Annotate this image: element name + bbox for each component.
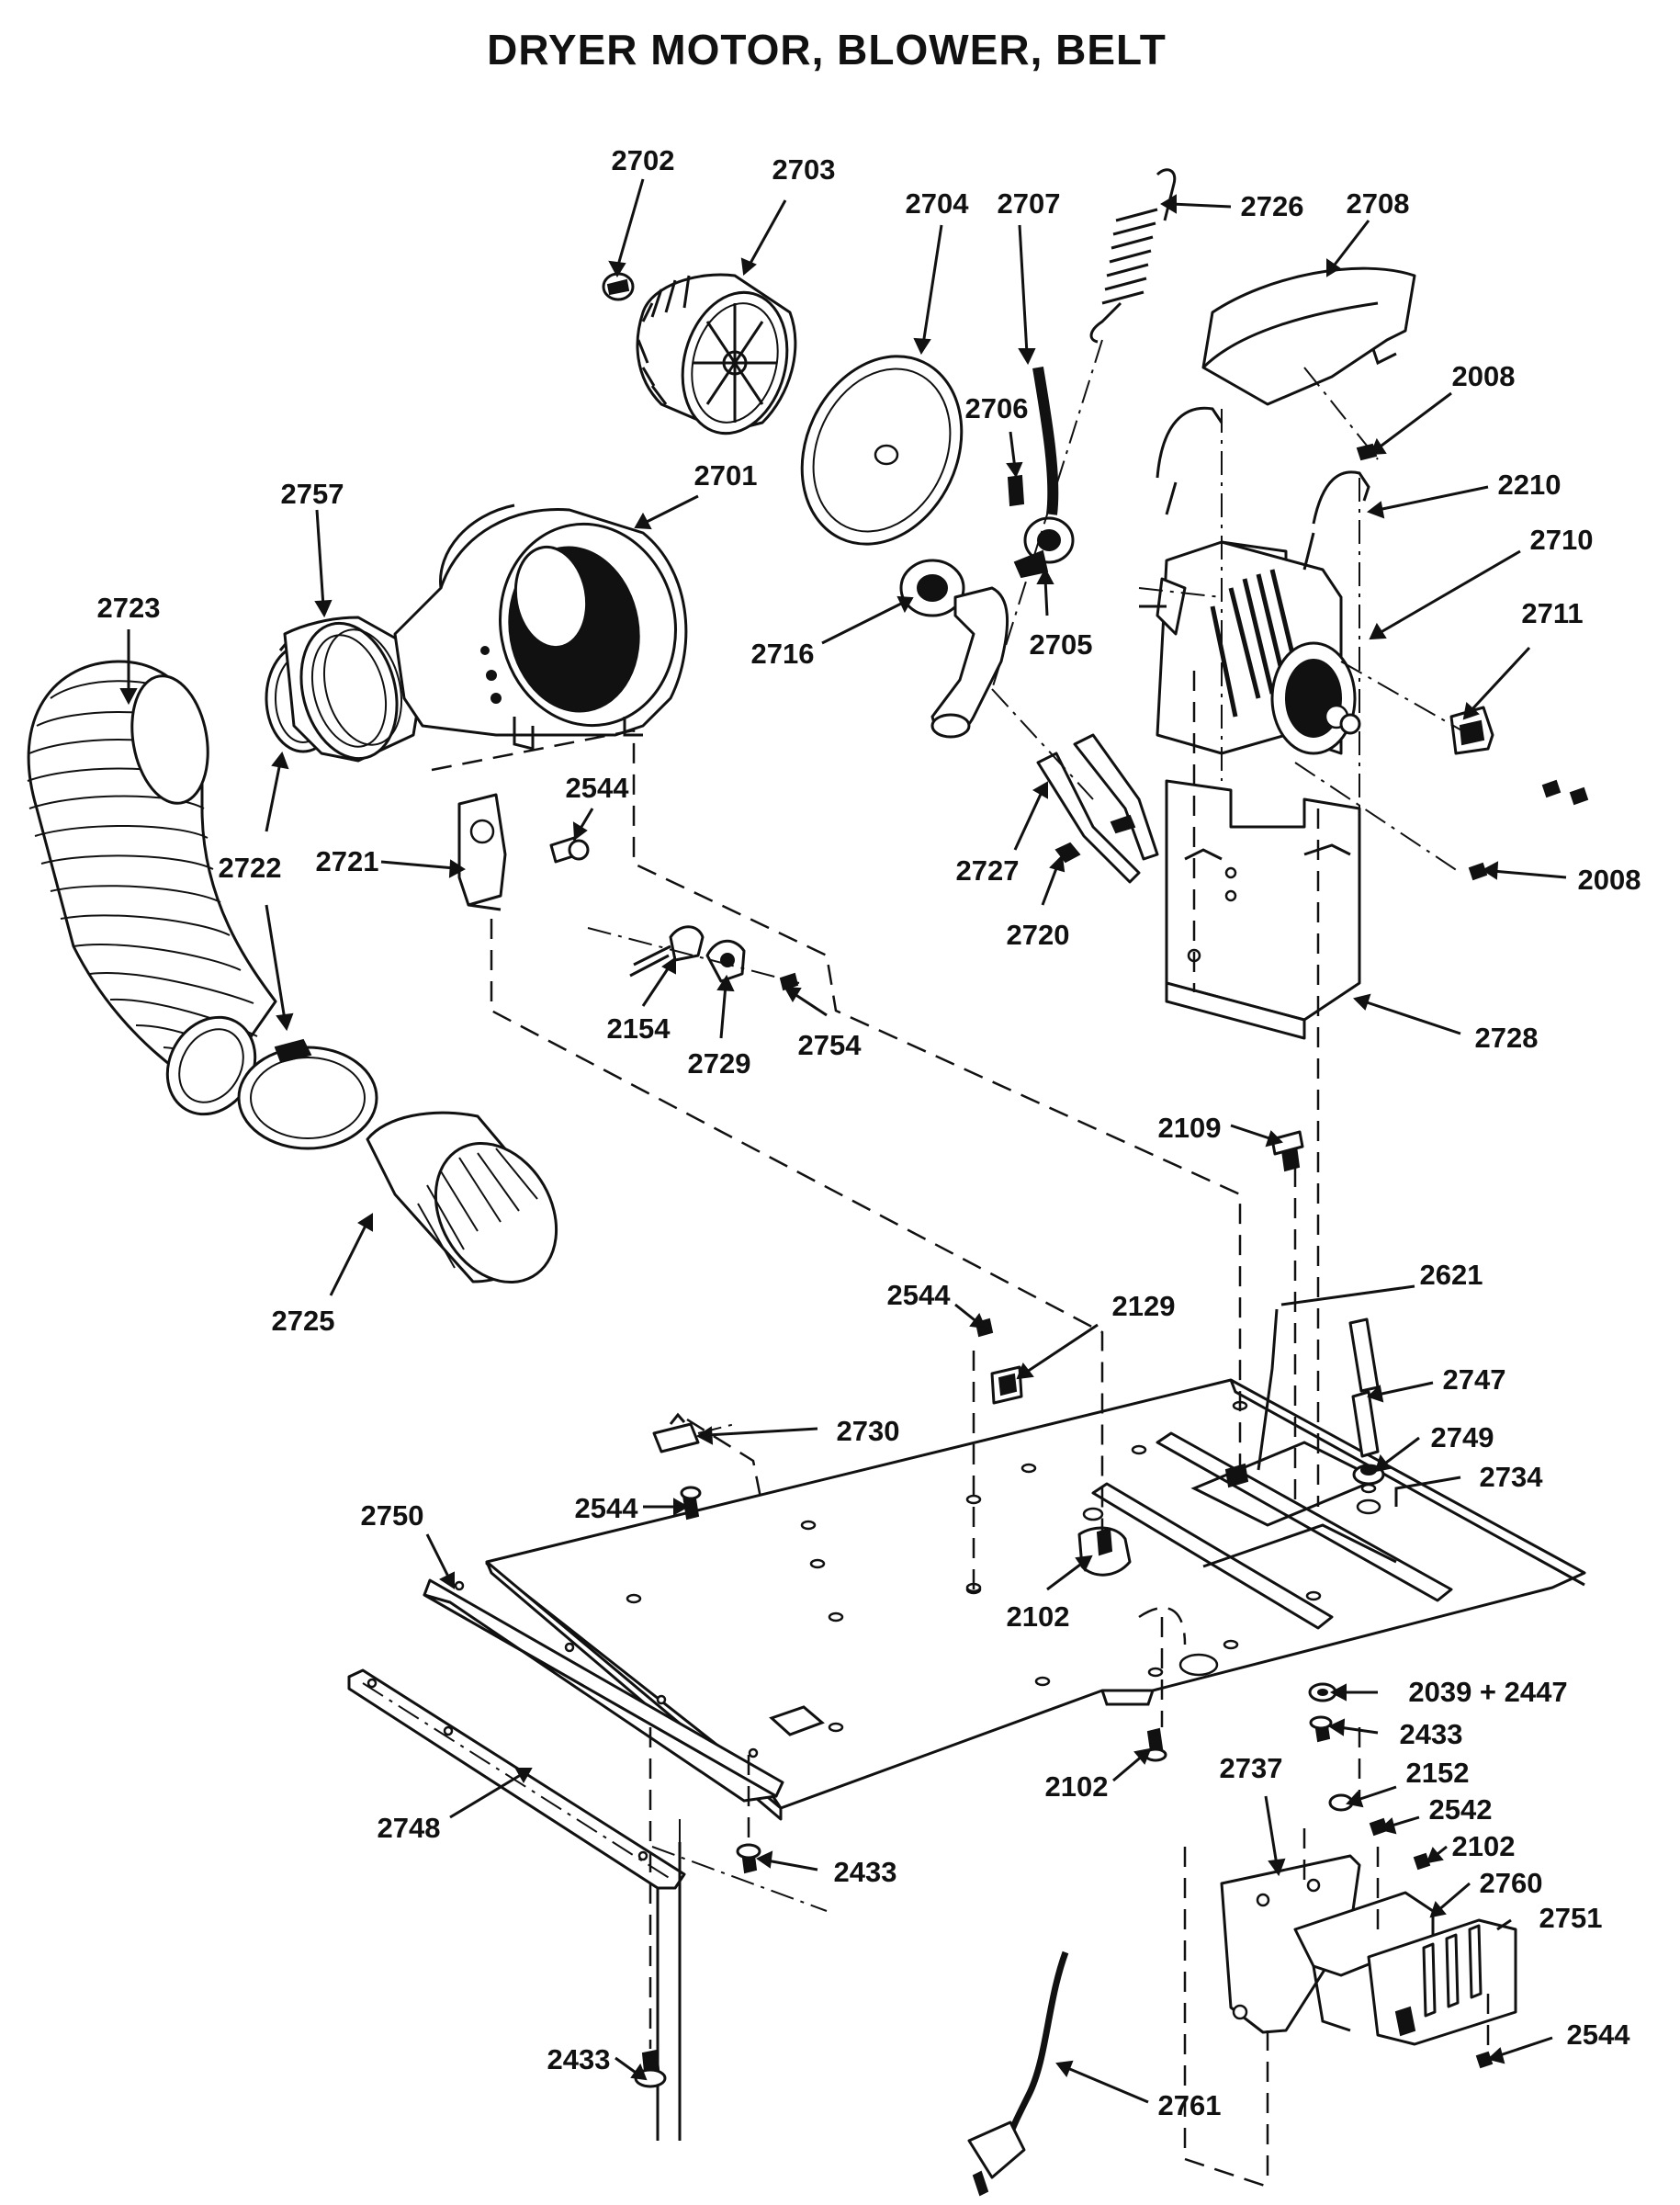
part-label-2008: 2008 bbox=[1578, 864, 1641, 896]
part-label-2727: 2727 bbox=[956, 854, 1020, 887]
idler-bracket-2727-drawing bbox=[1036, 733, 1159, 884]
part-label-2152: 2152 bbox=[1406, 1757, 1470, 1789]
bolt-2109-drawing bbox=[1270, 1130, 1304, 1172]
terminal-bracket-2737-drawing bbox=[1220, 1854, 1361, 2034]
part-label-2102: 2102 bbox=[1007, 1600, 1070, 1633]
exhaust-hose-2723-drawing bbox=[27, 660, 277, 1116]
part-label-2039-2447: 2039 + 2447 bbox=[1408, 1676, 1567, 1708]
part-label-2747: 2747 bbox=[1443, 1363, 1506, 1396]
part-label-2621: 2621 bbox=[1420, 1259, 1483, 1291]
part-label-2721: 2721 bbox=[316, 845, 379, 877]
screw-2102a-drawing bbox=[1077, 1526, 1132, 1577]
motor-2710-drawing bbox=[1139, 540, 1361, 755]
part-label-2702: 2702 bbox=[612, 144, 675, 176]
part-label-2544: 2544 bbox=[1567, 2018, 1631, 2051]
screw-2433b-drawing bbox=[736, 1843, 761, 1874]
part-label-2109: 2109 bbox=[1158, 1112, 1222, 1144]
strip-2748-drawing bbox=[347, 1668, 686, 2141]
part-label-2711: 2711 bbox=[1521, 597, 1583, 629]
bracket-2621-drawing bbox=[1224, 1308, 1279, 1488]
screw-2544d-drawing bbox=[1475, 2051, 1494, 2069]
part-label-2701: 2701 bbox=[694, 459, 758, 492]
base-plate-holes bbox=[626, 1400, 1381, 1733]
part-label-2757: 2757 bbox=[281, 478, 344, 510]
thermostat-2711-drawing bbox=[1449, 706, 1494, 755]
part-label-2542: 2542 bbox=[1429, 1793, 1493, 1826]
assembly-lines bbox=[431, 367, 1490, 2188]
hose-2747-drawing bbox=[1348, 1317, 1380, 1458]
part-label-2544: 2544 bbox=[887, 1279, 952, 1311]
duct-collar-2757-drawing bbox=[283, 616, 424, 763]
exhaust-duct-2725-drawing bbox=[366, 1111, 558, 1283]
part-label-2734: 2734 bbox=[1480, 1461, 1544, 1493]
screw-2706-drawing bbox=[1007, 474, 1025, 507]
part-label-2433: 2433 bbox=[1400, 1718, 1463, 1750]
bracket-2721-drawing bbox=[457, 793, 507, 911]
part-label-2705: 2705 bbox=[1030, 628, 1093, 661]
belt-2707-drawing bbox=[1032, 367, 1059, 515]
part-label-2102: 2102 bbox=[1452, 1830, 1516, 1862]
part-labels: 2702 2703 2704 2707 2726 2708 2008 2706 … bbox=[97, 144, 1641, 2121]
part-label-2728: 2728 bbox=[1475, 1022, 1539, 1054]
leader-lines bbox=[119, 178, 1567, 2104]
part-label-2154: 2154 bbox=[607, 1012, 671, 1045]
screw-2008b-drawing bbox=[1468, 779, 1589, 881]
part-label-2723: 2723 bbox=[97, 592, 161, 624]
screw-2754-drawing bbox=[779, 972, 799, 991]
angle-strip-2750-drawing bbox=[423, 1578, 784, 1803]
blower-housing-2701-drawing bbox=[393, 503, 688, 751]
motor-support-2728-drawing bbox=[1165, 779, 1361, 1040]
part-label-2129: 2129 bbox=[1112, 1290, 1176, 1322]
idler-pulley-2705-drawing bbox=[991, 339, 1103, 690]
part-label-2716: 2716 bbox=[751, 638, 815, 670]
motor-mount-clips-2210-drawing bbox=[1156, 406, 1370, 571]
seal-disc-2704-drawing bbox=[800, 355, 964, 546]
part-label-2704: 2704 bbox=[906, 187, 970, 220]
part-label-2210: 2210 bbox=[1498, 469, 1562, 501]
part-label-2726: 2726 bbox=[1241, 190, 1304, 222]
thermal-fuse-2154-drawing bbox=[629, 925, 705, 978]
motor-cover-2708-drawing bbox=[1201, 266, 1416, 406]
part-label-2729: 2729 bbox=[688, 1047, 751, 1080]
screw-2433a-drawing bbox=[1309, 1715, 1333, 1743]
screw-2102c-drawing bbox=[1413, 1852, 1431, 1871]
part-label-2760: 2760 bbox=[1480, 1867, 1543, 1899]
part-label-2748: 2748 bbox=[378, 1812, 441, 1844]
part-label-2750: 2750 bbox=[361, 1499, 424, 1532]
part-label-2703: 2703 bbox=[772, 153, 836, 186]
part-label-2710: 2710 bbox=[1530, 524, 1594, 556]
part-label-2749: 2749 bbox=[1431, 1421, 1494, 1453]
power-cord-2761-drawing bbox=[967, 1951, 1069, 2197]
switch-2129-drawing bbox=[990, 1365, 1023, 1405]
blower-wheel-2703-drawing bbox=[636, 273, 797, 435]
part-label-2008: 2008 bbox=[1452, 360, 1516, 392]
part-label-2725: 2725 bbox=[272, 1305, 335, 1337]
idler-arm-2716-drawing bbox=[899, 559, 1009, 739]
part-label-2707: 2707 bbox=[998, 187, 1061, 220]
part-label-2737: 2737 bbox=[1220, 1752, 1283, 1784]
part-label-2544: 2544 bbox=[566, 772, 630, 804]
part-label-2722: 2722 bbox=[219, 852, 282, 884]
part-label-2730: 2730 bbox=[837, 1415, 900, 1447]
idler-spring-2726-drawing bbox=[1089, 168, 1177, 344]
part-label-2102: 2102 bbox=[1045, 1770, 1109, 1803]
terminal-block-2751-drawing bbox=[1367, 1918, 1517, 2046]
diagram-title: DRYER MOTOR, BLOWER, BELT bbox=[487, 26, 1167, 74]
clip-2730-drawing bbox=[652, 1412, 700, 1453]
blower-cap-2702-drawing bbox=[602, 272, 635, 301]
screw-2544c-drawing bbox=[680, 1486, 702, 1521]
part-label-2544: 2544 bbox=[575, 1492, 639, 1524]
screw-2433c-drawing bbox=[634, 2049, 667, 2088]
part-label-2706: 2706 bbox=[965, 392, 1029, 424]
screw-2544a-drawing bbox=[549, 836, 590, 864]
part-label-2754: 2754 bbox=[798, 1029, 863, 1061]
part-label-2433: 2433 bbox=[834, 1856, 897, 1888]
part-label-2720: 2720 bbox=[1007, 919, 1070, 951]
base-plate-drawing bbox=[485, 1378, 1586, 1821]
part-label-2761: 2761 bbox=[1158, 2089, 1222, 2121]
part-label-2433: 2433 bbox=[547, 2043, 611, 2075]
part-label-2708: 2708 bbox=[1347, 187, 1410, 220]
part-label-2751: 2751 bbox=[1539, 1902, 1603, 1934]
